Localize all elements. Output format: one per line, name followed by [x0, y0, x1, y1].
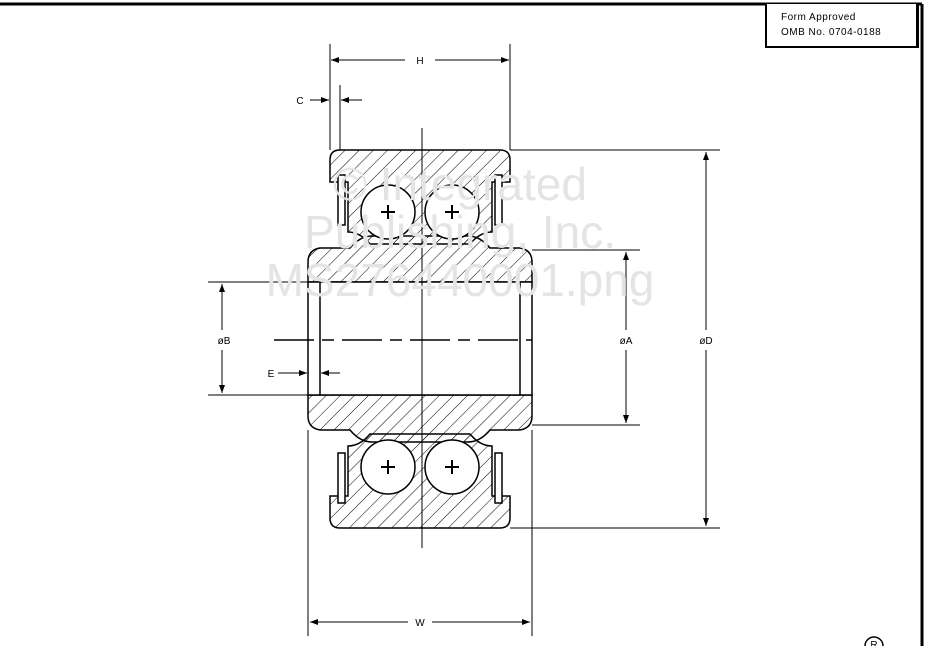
dimension-lines: [208, 44, 720, 636]
label-c: C: [296, 96, 303, 107]
watermark-line-1: © Integrated: [333, 158, 587, 210]
watermark-line-3: MS276440001.png: [266, 254, 655, 306]
form-approval-box: Form Approved OMB No. 0704-0188: [765, 4, 919, 48]
inner-ring-bottom: [307, 394, 533, 443]
seal: [494, 452, 503, 504]
bearing-section: [307, 149, 533, 529]
label-w: W: [415, 618, 425, 629]
svg-text:R: R: [870, 640, 877, 646]
dimension-labels: H C øB E øA øD W: [218, 56, 713, 629]
seal: [337, 452, 346, 504]
label-b: øB: [218, 336, 231, 347]
outer-ring-bottom: [329, 433, 511, 529]
inner-ring-top: [307, 235, 533, 283]
seal: [337, 174, 346, 226]
label-e: E: [268, 369, 275, 380]
label-d: øD: [699, 336, 712, 347]
watermark-line-2: Publishing, Inc.: [304, 206, 616, 258]
bore: [307, 281, 533, 396]
form-approved-text: Form Approved: [781, 12, 856, 23]
omb-number-text: OMB No. 0704-0188: [781, 27, 882, 38]
seal: [494, 174, 503, 226]
watermark: © Integrated Publishing, Inc. MS27644000…: [266, 158, 655, 306]
label-h: H: [416, 56, 423, 67]
label-a: øA: [620, 336, 633, 347]
registered-mark: R: [864, 636, 884, 646]
